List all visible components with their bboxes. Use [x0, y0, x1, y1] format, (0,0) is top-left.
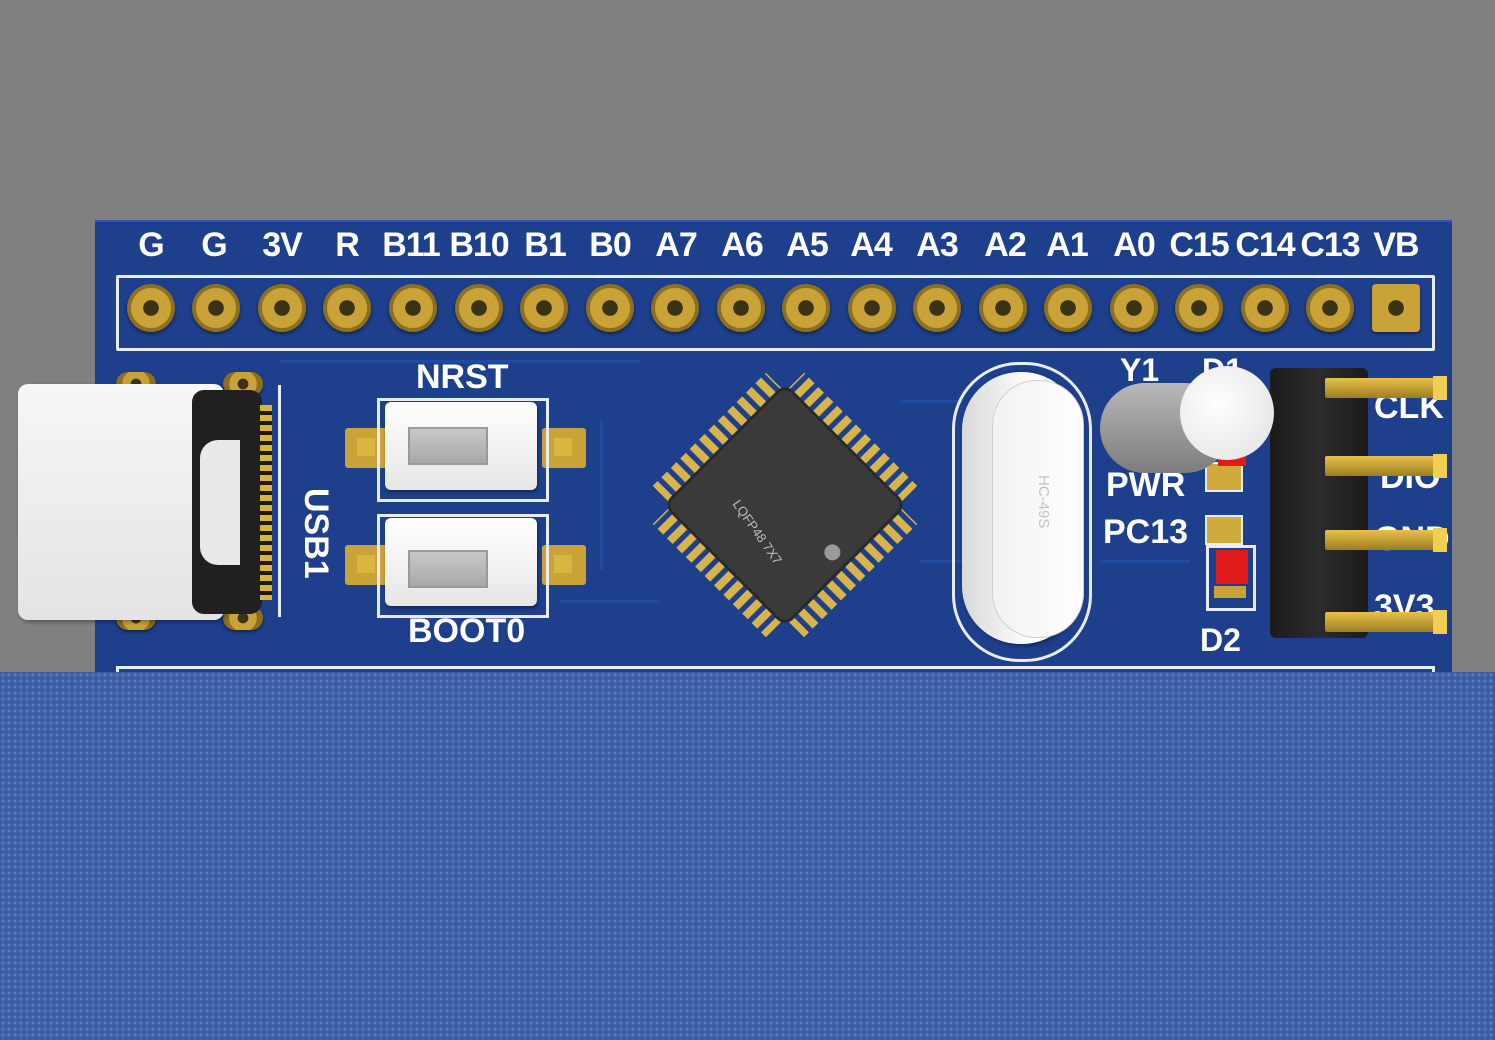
swd-header-pin	[1325, 528, 1447, 552]
button-pad	[542, 428, 586, 468]
button-outline	[377, 398, 549, 502]
pin-label: A7	[655, 226, 697, 264]
swd-header-housing	[1270, 368, 1368, 638]
swd-header-pin	[1325, 376, 1447, 400]
header-pad	[1110, 284, 1158, 332]
pin-label: R	[335, 226, 360, 264]
header-pad	[651, 284, 699, 332]
header-pad	[848, 284, 896, 332]
swd-header-pin	[1325, 454, 1447, 478]
crystal-ref-label: Y1	[1120, 352, 1160, 388]
header-pad	[323, 284, 371, 332]
ground-plane-overlay	[0, 672, 1495, 1040]
header-pad	[717, 284, 765, 332]
button-pad	[345, 545, 389, 585]
pin-label: C13	[1300, 226, 1360, 264]
pin-label: A5	[786, 226, 828, 264]
header-pad	[979, 284, 1027, 332]
pin-label: VB	[1373, 226, 1419, 264]
header-pad	[1241, 284, 1289, 332]
header-pad	[782, 284, 830, 332]
pin-label: B1	[524, 226, 566, 264]
pin-label: B10	[449, 226, 509, 264]
pin-label: B11	[382, 226, 441, 264]
pin-label: C15	[1169, 226, 1229, 264]
header-pad	[389, 284, 437, 332]
header-pad-pin1	[1372, 284, 1420, 332]
header-pad	[192, 284, 240, 332]
pin-label: A1	[1046, 226, 1088, 264]
button-outline	[377, 514, 549, 618]
pin-label: C14	[1235, 226, 1295, 264]
button-pad	[345, 428, 389, 468]
pin-label: A3	[916, 226, 958, 264]
pin-label: A2	[984, 226, 1026, 264]
pin-label: 3V	[262, 226, 303, 264]
cylinder-cap	[1180, 366, 1274, 460]
header-pad	[127, 284, 175, 332]
boot-button-cap[interactable]	[408, 550, 488, 588]
pin-label: A6	[721, 226, 763, 264]
usb-c-tongue	[200, 440, 240, 565]
pin-label: G	[138, 226, 164, 264]
header-pad	[1044, 284, 1092, 332]
crystal-top	[992, 380, 1084, 638]
header-pad	[258, 284, 306, 332]
button-pad	[542, 545, 586, 585]
header-pad	[1175, 284, 1223, 332]
crystal-outline	[952, 362, 1092, 662]
led-pad	[1205, 515, 1243, 545]
reset-button-label: NRST	[416, 358, 509, 396]
boot-button-label: BOOT0	[408, 612, 526, 650]
mcu-chip	[652, 372, 918, 638]
crystal-marking: HC-49S	[1035, 475, 1052, 529]
pin-label: G	[201, 226, 227, 264]
pin-label: B0	[589, 226, 631, 264]
header-pad	[586, 284, 634, 332]
led-user-label: PC13	[1103, 513, 1189, 551]
reset-button-cap[interactable]	[408, 427, 488, 465]
swd-header-pin	[1325, 610, 1447, 634]
usb-c-pins	[260, 405, 272, 600]
usb-c-connector	[18, 384, 224, 620]
header-pad	[520, 284, 568, 332]
pin-label: A0	[1113, 226, 1155, 264]
usb-silk-outline	[230, 385, 281, 617]
top-pin-header-outline	[116, 275, 1435, 351]
pin-label: A4	[850, 226, 892, 264]
led-pad	[1214, 586, 1246, 598]
led-user-ref: D2	[1200, 622, 1241, 658]
led-pad	[1205, 462, 1243, 492]
led-outline	[1206, 545, 1256, 611]
user-led	[1216, 550, 1248, 584]
header-pad	[913, 284, 961, 332]
header-pad	[455, 284, 503, 332]
usb-ref-label: USB1	[297, 488, 335, 579]
header-pad	[1306, 284, 1354, 332]
